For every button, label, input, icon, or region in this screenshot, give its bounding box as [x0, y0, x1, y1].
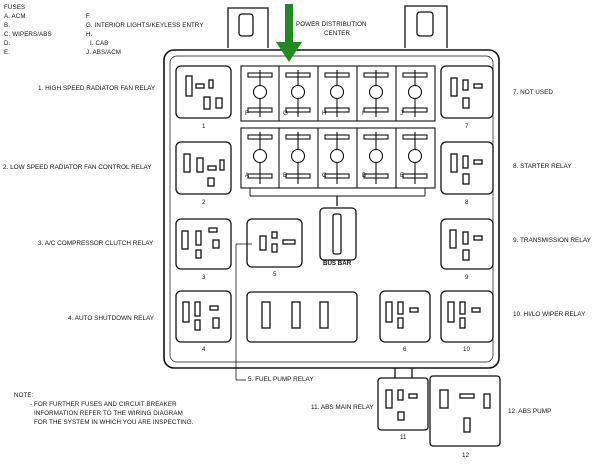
- slot-number-12: 12: [462, 452, 469, 459]
- down-arrow-icon: [276, 4, 302, 62]
- legend-item-h: H.: [86, 31, 93, 38]
- relay-5: [246, 218, 303, 268]
- slot-number-10: 10: [463, 346, 470, 353]
- slot-number-5: 5: [273, 271, 277, 278]
- note-line-2: INFORMATION REFER TO THE WIRING DIAGRAM: [34, 410, 183, 417]
- relay-1: [175, 65, 232, 119]
- relay-3: [175, 218, 232, 270]
- fuse-g: [285, 70, 311, 117]
- legend-item-g: G. INTERIOR LIGHTS/KEYLESS ENTRY: [86, 22, 204, 29]
- bus-bar: [319, 196, 357, 261]
- fuse-e: [402, 132, 428, 184]
- legend-item-d: D.: [4, 40, 11, 47]
- legend-item-f: F.: [86, 13, 92, 20]
- relay-label-2: 2. LOW SPEED RADIATOR FAN CONTROL RELAY: [3, 164, 152, 171]
- fuse-letter-d: D: [362, 172, 367, 179]
- relay-label-9: 9. TRANSMISSION RELAY: [513, 237, 591, 244]
- relay-label-7: 7. NOT USED: [513, 89, 554, 96]
- bus-bar-label: BUS BAR: [323, 260, 352, 267]
- legend-item-b: B.: [4, 22, 11, 29]
- fuse-letter-f: F: [245, 110, 249, 117]
- relay-8: [440, 141, 494, 195]
- fuse-grid: [240, 65, 436, 189]
- fuse-c: [324, 132, 350, 184]
- relay-label-3: 3. A/C COMPRESSOR CLUTCH RELAY: [38, 240, 154, 247]
- slot-number-3: 3: [202, 274, 206, 281]
- leader-lines: [235, 243, 252, 381]
- relay-9: [440, 218, 494, 270]
- legend-heading: FUSES: [4, 4, 26, 11]
- housing-inner: [169, 55, 494, 363]
- slot-number-2: 2: [202, 199, 206, 206]
- fuse-letter-i: I: [362, 110, 364, 117]
- relay-10: [440, 290, 494, 343]
- relay-label-4: 4. AUTO SHUTDOWN RELAY: [68, 315, 155, 322]
- relay-2: [175, 141, 232, 195]
- fuse-letter-c: C: [322, 172, 327, 179]
- fuse-letter-e: E: [400, 172, 405, 179]
- diagram-title-line1: POWER DISTRIBUTION: [296, 21, 367, 28]
- spare-block: [246, 291, 358, 343]
- housing: [163, 49, 500, 369]
- relay-label-12: 12. ABS PUMP: [508, 408, 552, 415]
- note-line-1: - FOR FURTHER FUSES AND CIRCUIT BREAKER: [30, 401, 177, 408]
- slot-number-4: 4: [202, 346, 206, 353]
- legend-item-c: C. WIPERS/ABS: [4, 31, 52, 38]
- fuse-letter-b: B: [283, 172, 288, 179]
- right-bracket-slot: [416, 11, 434, 37]
- bus-wiring: [249, 188, 426, 197]
- slot-number-7: 7: [465, 123, 469, 130]
- relay-label-8: 8. STARTER RELAY: [513, 163, 572, 170]
- left-mount-bracket: [227, 7, 269, 48]
- relay-4: [175, 290, 232, 343]
- note-line-3: FOR THE SYSTEM IN WHICH YOU ARE INSPECTI…: [34, 419, 194, 426]
- slot-number-1: 1: [202, 123, 206, 130]
- relay-7: [440, 65, 494, 119]
- fuse-letter-j: J: [400, 110, 404, 117]
- fuse-d: [363, 132, 389, 184]
- relay-label-5: 5. FUEL PUMP RELAY: [248, 376, 314, 383]
- fuse-letter-a: A: [245, 172, 250, 179]
- legend-item-a: A. ACM: [4, 13, 26, 20]
- fuse-f: [247, 70, 273, 117]
- relay-6: [379, 290, 431, 343]
- fuse-letter-h: H: [322, 110, 327, 117]
- relay-12: [429, 375, 501, 447]
- slot-number-6: 6: [403, 346, 407, 353]
- legend-item-e: E.: [4, 49, 11, 56]
- fuse-b: [285, 132, 311, 184]
- fuse-i: [363, 70, 389, 117]
- legend-item-j: J. ABS/ACM: [86, 49, 122, 56]
- relay-11: [377, 368, 429, 431]
- slot-number-8: 8: [465, 199, 469, 206]
- diagram-title-line2: CENTER: [324, 30, 351, 37]
- slot-number-11: 11: [400, 434, 407, 441]
- right-mount-bracket: [404, 5, 448, 48]
- relay-label-1: 1. HIGH SPEED RADIATOR FAN RELAY: [38, 85, 156, 92]
- fuse-a: [247, 132, 273, 184]
- note-heading: NOTE:: [14, 392, 34, 399]
- fuse-h: [324, 70, 350, 117]
- relay-label-11: 11. ABS MAIN RELAY: [311, 404, 374, 411]
- legend-item-i: I. CAB: [90, 40, 109, 47]
- fuse-j: [402, 70, 428, 117]
- fuse-letter-g: G: [283, 110, 288, 117]
- slot-number-9: 9: [465, 274, 469, 281]
- relay-label-10: 10. HI/LO WIPER RELAY: [513, 311, 586, 318]
- left-bracket-slot: [238, 13, 254, 37]
